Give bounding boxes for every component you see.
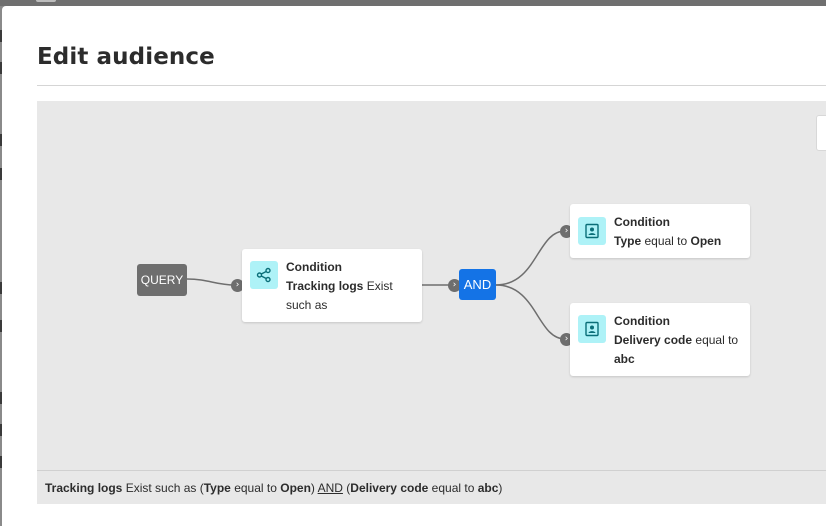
query-node-label: QUERY: [140, 273, 184, 287]
and-node-label: AND: [463, 277, 492, 292]
condition-field: Delivery code: [614, 333, 693, 347]
link-query-to-condition: [186, 278, 236, 286]
summary-field-tracking-logs: Tracking logs: [45, 481, 123, 495]
dialog-title: Edit audience: [37, 44, 215, 70]
condition-operator: Exist such: [286, 279, 393, 312]
link-and-to-type-condition: [495, 230, 566, 286]
link-and-to-delivery-condition: [495, 284, 566, 340]
summary-operator: equal to: [234, 481, 277, 495]
summary-logic-and: AND: [317, 481, 343, 495]
summary-paren: ): [498, 481, 503, 495]
background-text-fragment: [0, 30, 3, 42]
summary-operator: equal to: [431, 481, 475, 495]
connector-lines: [186, 230, 566, 340]
background-tab: [36, 0, 56, 2]
background-text-fragment: [0, 392, 3, 404]
background-window-bar: [0, 0, 826, 6]
summary-field-delivery-code: Delivery code: [350, 481, 429, 495]
chevron-right-icon[interactable]: ›: [448, 279, 461, 292]
condition-value: as: [314, 298, 328, 312]
summary-operator: Exist such as (: [125, 481, 204, 495]
share-icon: [250, 261, 278, 289]
and-operator-node[interactable]: AND: [459, 269, 496, 300]
chevron-right-icon[interactable]: ›: [560, 333, 573, 346]
background-text-fragment: [0, 282, 3, 294]
summary-paren: ): [310, 481, 315, 495]
background-text-fragment: [0, 62, 3, 74]
condition-field: Tracking logs: [286, 279, 364, 293]
chevron-right-icon[interactable]: ›: [231, 279, 244, 292]
condition-text: Condition Delivery code equal to abc: [614, 312, 742, 369]
condition-title: Condition: [614, 215, 670, 229]
condition-card-delivery-code[interactable]: Condition Delivery code equal to abc: [570, 303, 750, 376]
condition-text: Condition Type equal to Open: [614, 213, 742, 251]
condition-field: Type: [614, 234, 642, 248]
condition-operator: equal to: [695, 333, 739, 347]
query-node[interactable]: QUERY: [137, 264, 187, 296]
summary-value-open: Open: [280, 481, 311, 495]
condition-title: Condition: [286, 260, 342, 274]
condition-card-tracking-logs[interactable]: Condition Tracking logs Exist such as: [242, 249, 422, 322]
edit-audience-dialog: Edit audience QUERY ›: [2, 6, 826, 526]
summary-field-type: Type: [203, 481, 231, 495]
condition-card-type[interactable]: Condition Type equal to Open: [570, 204, 750, 258]
background-text-fragment: [0, 168, 3, 180]
profile-card-icon: [578, 217, 606, 245]
summary-paren: (: [346, 481, 351, 495]
background-text-fragment: [0, 134, 3, 146]
condition-title: Condition: [614, 314, 670, 328]
condition-value: abc: [614, 352, 635, 366]
chevron-right-icon[interactable]: ›: [560, 225, 573, 238]
condition-operator: equal to: [644, 234, 688, 248]
profile-card-icon: [578, 315, 606, 343]
canvas-toolbar[interactable]: [816, 115, 826, 151]
query-canvas[interactable]: QUERY › Condition Tracking logs Exist su…: [37, 101, 826, 504]
condition-text: Condition Tracking logs Exist such as: [286, 258, 414, 315]
background-text-fragment: [0, 456, 3, 468]
background-text-fragment: [0, 320, 3, 332]
query-summary-bar: Tracking logs Exist such as (Type equal …: [37, 470, 826, 504]
summary-value-abc: abc: [477, 481, 499, 495]
background-text-fragment: [0, 424, 3, 436]
condition-value: Open: [690, 234, 722, 248]
title-divider: [37, 85, 826, 86]
